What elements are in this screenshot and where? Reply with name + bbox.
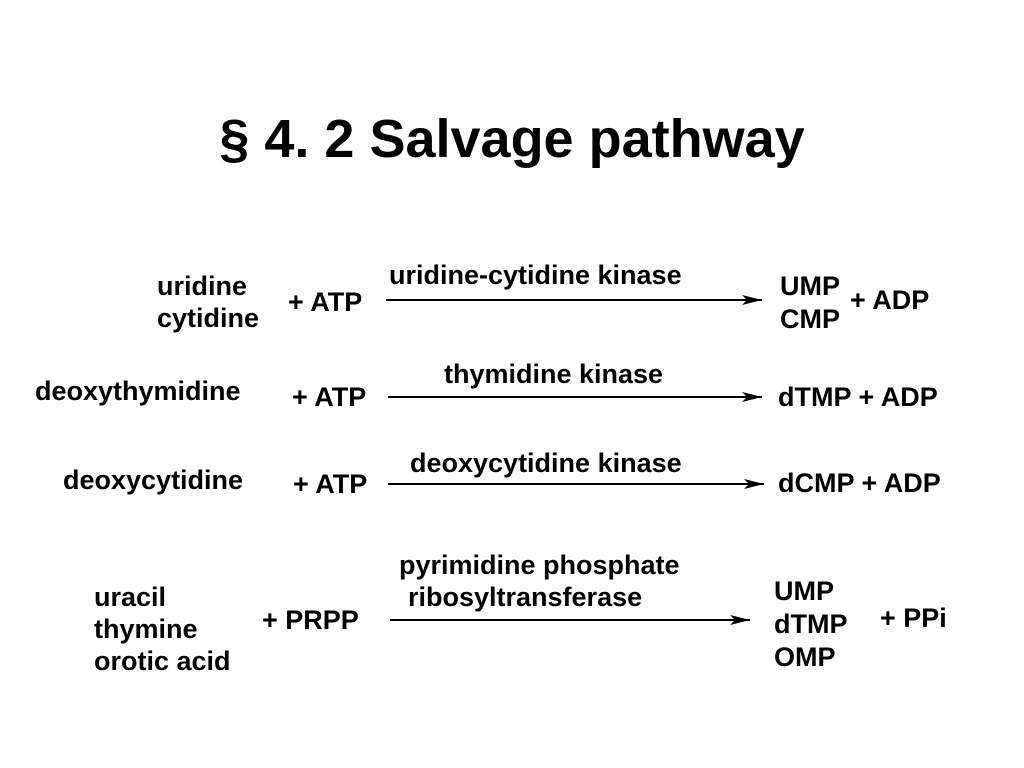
enzyme-label: thymidine kinase	[444, 359, 664, 389]
product-omp: OMP	[774, 642, 836, 672]
product-ump: UMP	[774, 576, 834, 606]
substrate-uridine: uridine	[157, 271, 248, 301]
substrate-orotic-acid: orotic acid	[94, 646, 231, 676]
substrate-deoxythymidine: deoxythymidine	[35, 376, 241, 406]
enzyme-label: deoxycytidine kinase	[410, 448, 682, 478]
product-ump: UMP	[780, 271, 840, 301]
enzyme-label-line1: pyrimidine phosphate	[399, 550, 680, 580]
substrate-thymine: thymine	[94, 614, 198, 644]
cosubstrate-atp: + ATP	[288, 287, 363, 317]
cosubstrate-atp: + ATP	[293, 469, 368, 499]
product-cmp: CMP	[780, 304, 840, 334]
product-dtmp: dTMP	[774, 609, 848, 639]
byproduct-ppi: + PPi	[880, 603, 947, 633]
enzyme-label: uridine-cytidine kinase	[389, 260, 682, 290]
substrate-cytidine: cytidine	[157, 303, 260, 333]
products-dcmp-adp: dCMP + ADP	[778, 468, 941, 498]
substrate-uracil: uracil	[94, 582, 167, 612]
substrate-deoxycytidine: deoxycytidine	[63, 465, 244, 495]
byproduct-adp: + ADP	[850, 285, 930, 315]
cosubstrate-atp: + ATP	[292, 382, 367, 412]
cosubstrate-prpp: + PRPP	[262, 605, 359, 635]
products-dtmp-adp: dTMP + ADP	[778, 382, 938, 412]
slide-title: § 4. 2 Salvage pathway	[219, 109, 805, 169]
enzyme-label-line2: ribosyltransferase	[408, 582, 643, 612]
